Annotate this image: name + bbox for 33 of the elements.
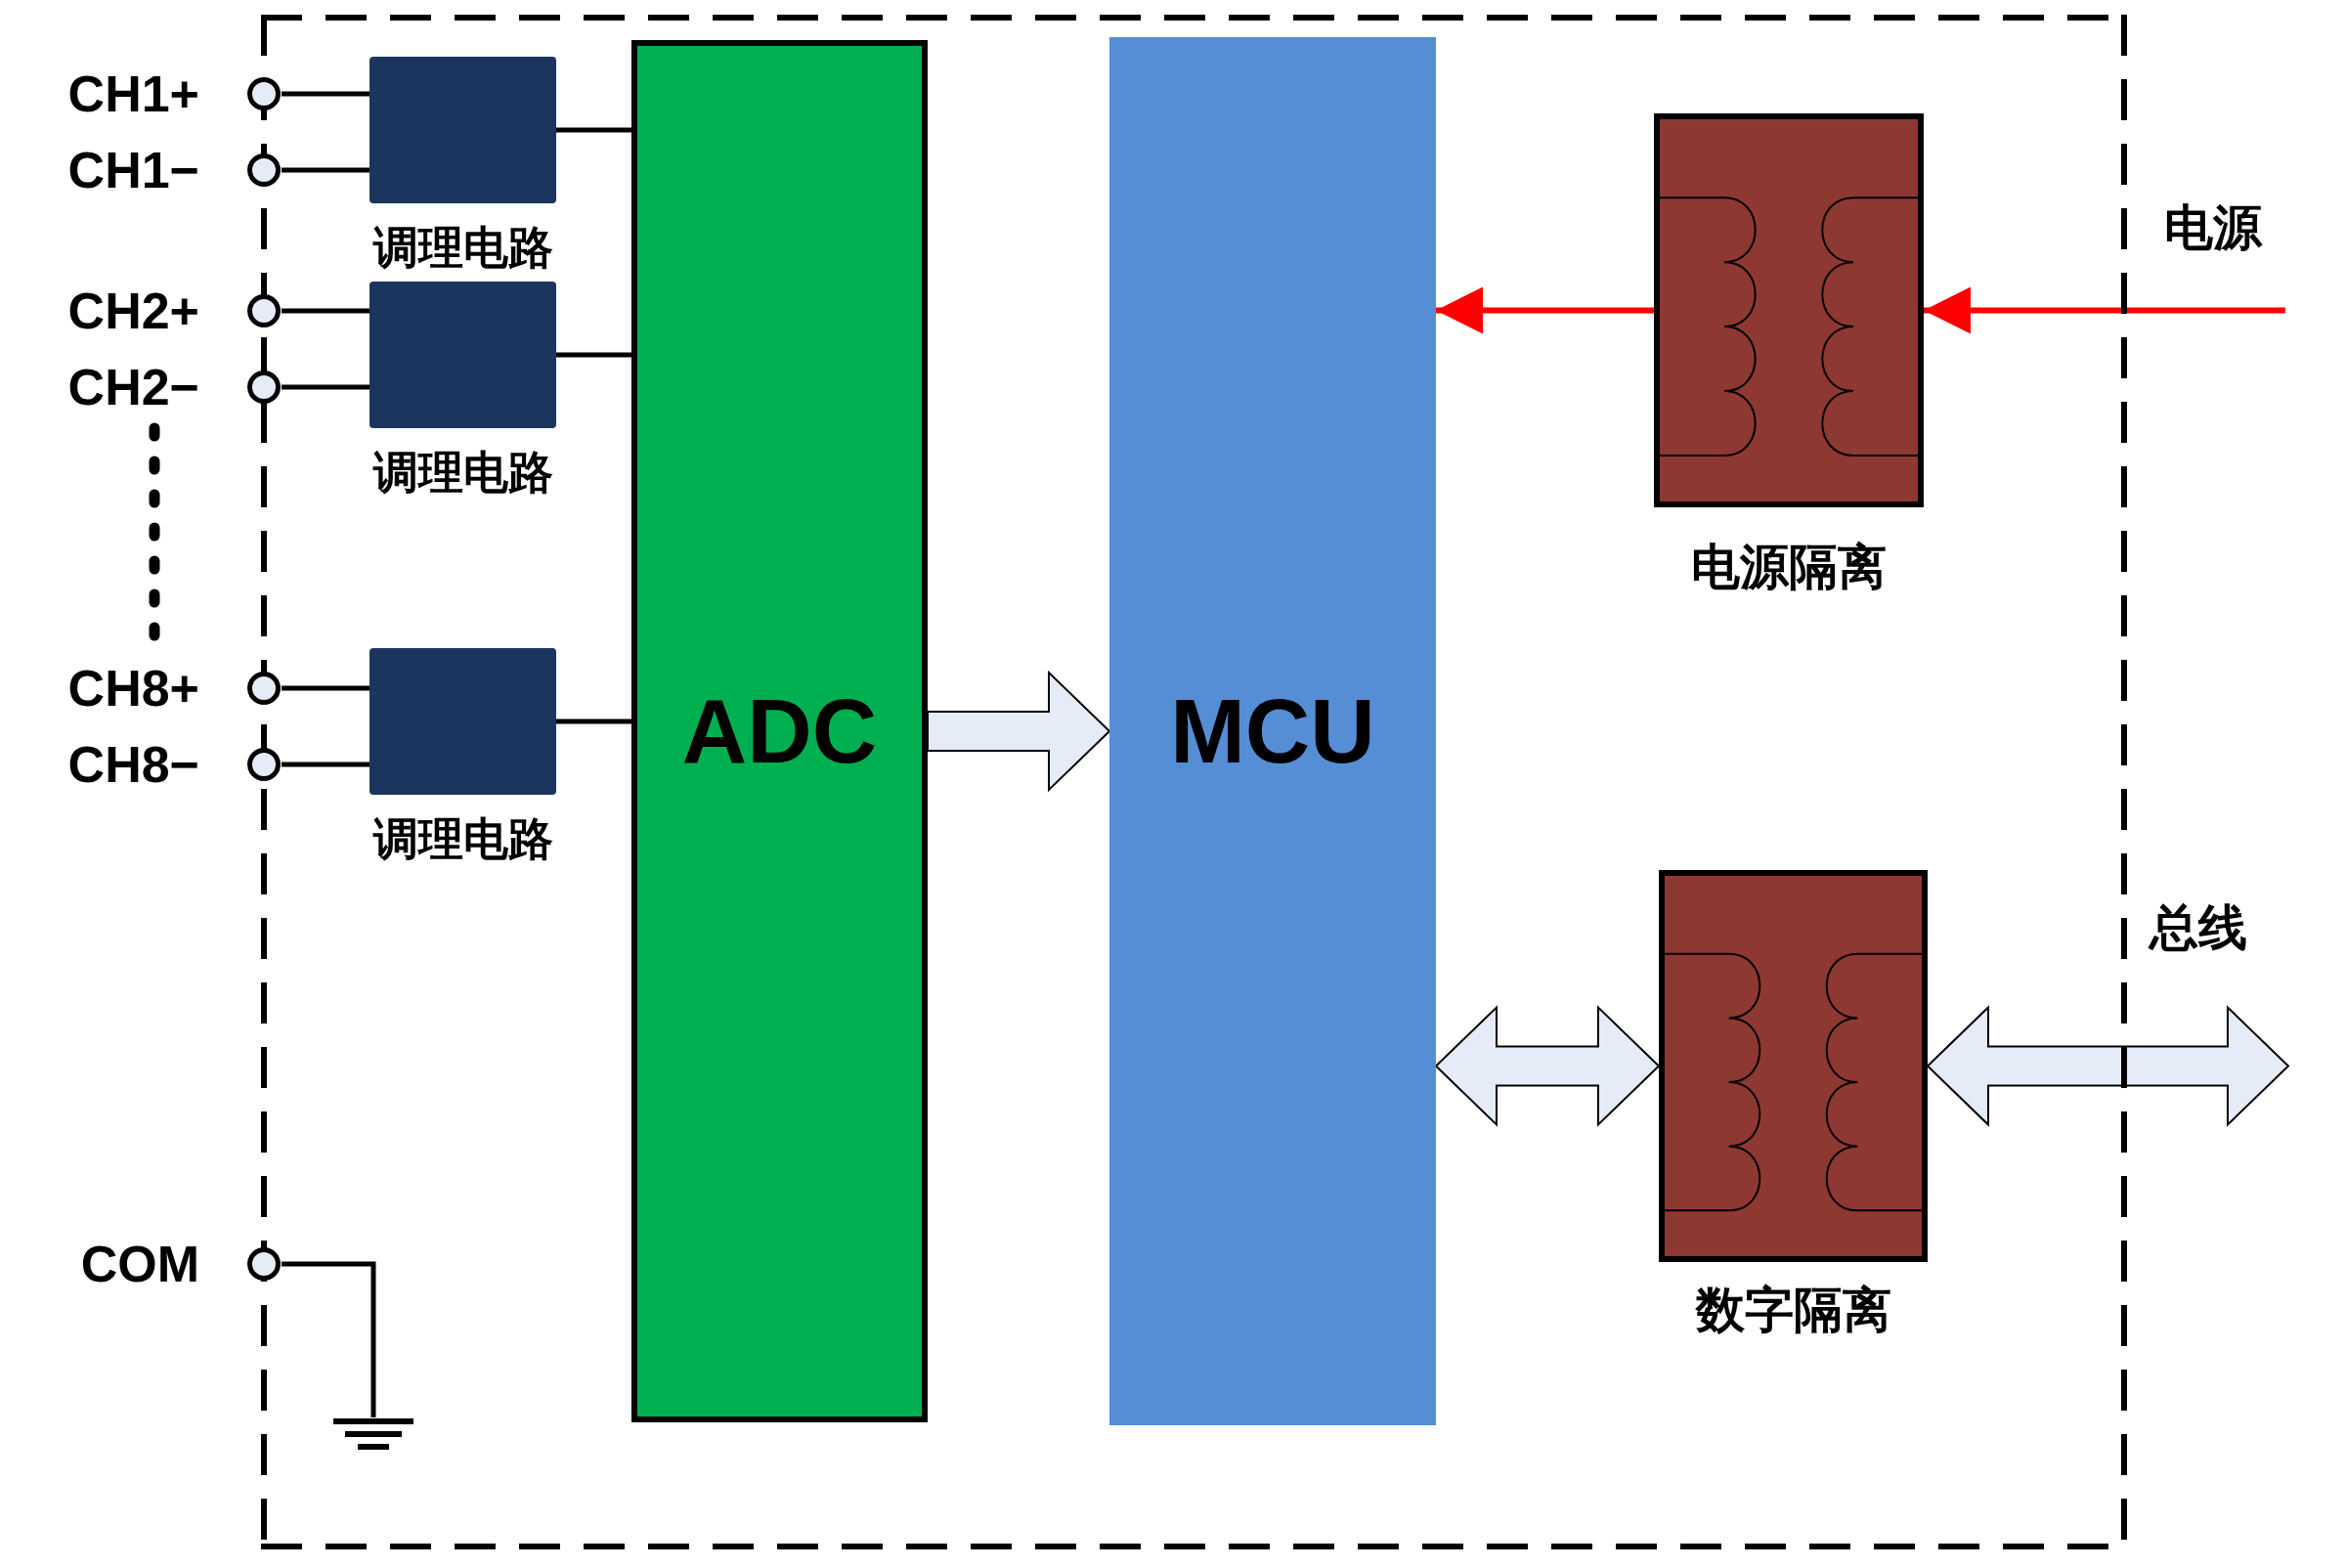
terminal-label: COM [80, 1235, 199, 1293]
terminal-label: CH8+ [67, 659, 199, 718]
adc-block [631, 40, 928, 1422]
dashed-boundary [261, 15, 2127, 1549]
arrow [1924, 286, 2285, 334]
arrow [1436, 286, 1654, 334]
block-label: 调理电路 [372, 220, 553, 275]
block-label: 数字隔离 [1695, 1283, 1891, 1337]
terminal-label: CH8− [67, 735, 199, 794]
terminal-label: CH2+ [67, 282, 199, 340]
block-arrow [1926, 1005, 2290, 1127]
wire [556, 127, 631, 133]
block-label: 电源隔离 [1691, 540, 1887, 594]
terminal-label: CH2− [67, 358, 199, 416]
wire [282, 91, 369, 97]
block-title: MCU [1170, 682, 1375, 780]
block-arrow [927, 670, 1111, 793]
block-title: ADC [681, 682, 878, 780]
wire [556, 352, 631, 358]
wire [282, 167, 369, 173]
block-label: 调理电路 [372, 811, 553, 866]
terminal-label: CH1+ [67, 65, 199, 123]
block-arrow [1434, 1005, 1661, 1127]
wire [282, 384, 369, 390]
ground-icon [333, 1417, 413, 1451]
wire [282, 685, 369, 691]
terminal-label: CH1− [67, 141, 199, 199]
wire [282, 308, 369, 314]
wire [282, 762, 369, 767]
mcu-block [1109, 37, 1436, 1425]
block-label: 调理电路 [372, 445, 553, 500]
wire [556, 719, 631, 724]
wire [282, 1261, 376, 1417]
